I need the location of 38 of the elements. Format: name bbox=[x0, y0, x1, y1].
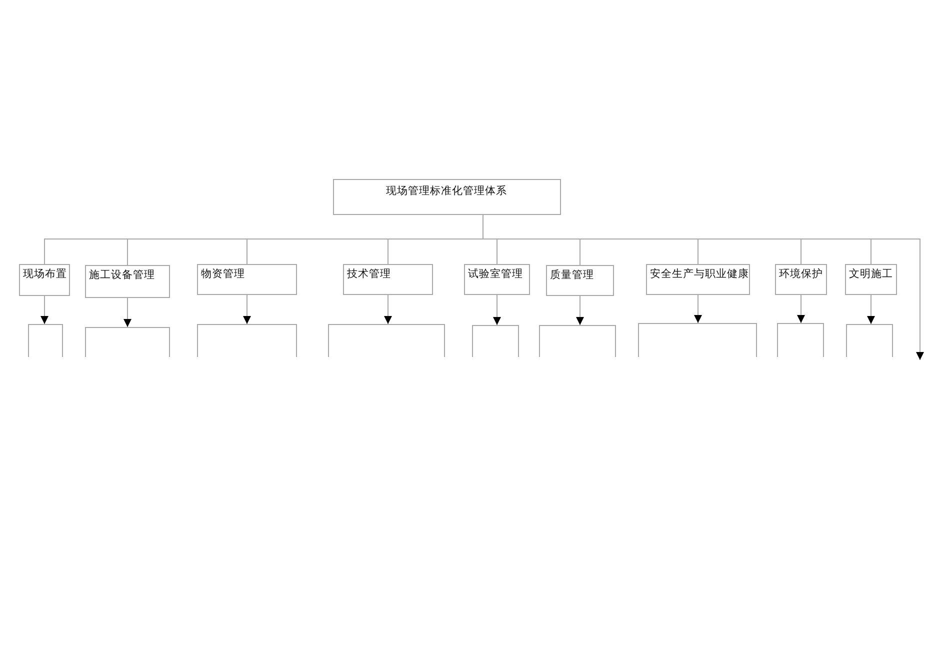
category-box bbox=[197, 264, 297, 295]
open-box bbox=[85, 327, 170, 357]
arrow bbox=[243, 294, 251, 324]
open-box bbox=[28, 324, 63, 357]
box-label: 环境保护 bbox=[779, 268, 823, 281]
category-box bbox=[19, 264, 70, 296]
open-box bbox=[539, 325, 616, 357]
box-label: 质量管理 bbox=[550, 269, 594, 282]
box-label: 现场管理标准化管理体系 bbox=[386, 185, 507, 198]
box-label: 文明施工 bbox=[849, 268, 893, 281]
arrow bbox=[384, 294, 392, 324]
open-box bbox=[472, 325, 519, 357]
category-box bbox=[546, 265, 614, 296]
box-label: 技术管理 bbox=[347, 268, 391, 281]
arrow bbox=[124, 298, 132, 328]
category-box bbox=[845, 264, 897, 295]
open-box bbox=[846, 324, 893, 357]
open-box bbox=[328, 324, 445, 357]
box-label: 物资管理 bbox=[201, 268, 245, 281]
category-box bbox=[646, 264, 750, 295]
arrow bbox=[867, 294, 875, 324]
category-box bbox=[464, 264, 530, 295]
category-box bbox=[343, 264, 433, 295]
open-box bbox=[638, 323, 757, 357]
top-box bbox=[333, 179, 561, 215]
box-label: 安全生产与职业健康 bbox=[650, 268, 749, 281]
box-label: 现场布置 bbox=[23, 268, 67, 281]
arrow bbox=[694, 294, 702, 324]
arrow bbox=[576, 296, 584, 326]
open-box bbox=[777, 323, 824, 357]
arrow bbox=[493, 294, 501, 326]
open-box bbox=[197, 324, 297, 357]
arrow bbox=[40, 296, 48, 324]
box-label: 施工设备管理 bbox=[89, 269, 155, 282]
category-box bbox=[775, 264, 827, 295]
arrow bbox=[797, 294, 805, 324]
box-label: 试验室管理 bbox=[468, 268, 523, 281]
category-box bbox=[85, 265, 170, 298]
